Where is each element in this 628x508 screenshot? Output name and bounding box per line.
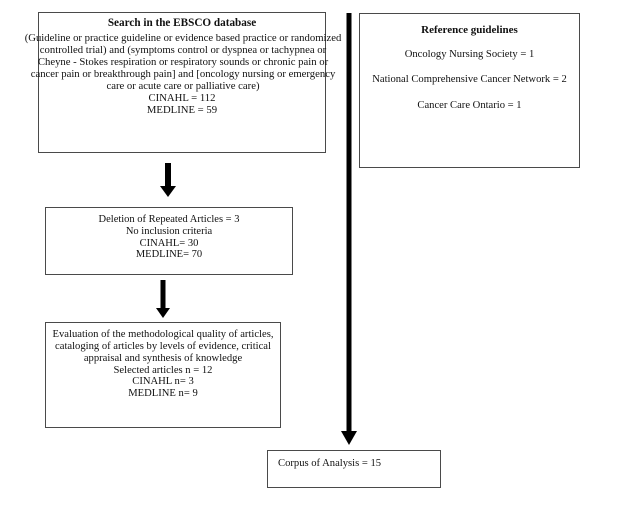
arrow-search-to-deletion — [157, 163, 179, 197]
box-corpus-of-analysis: Corpus of Analysis = 15 — [267, 450, 441, 488]
box-deletion-no-inclusion: No inclusion criteria — [125, 225, 213, 237]
box-reference-guidelines: Reference guidelines Oncology Nursing So… — [359, 13, 580, 168]
arrow-head-down-icon — [160, 186, 176, 197]
reference-entry-ons: Oncology Nursing Society = 1 — [404, 49, 535, 61]
arrow-head-down-icon — [341, 431, 357, 445]
box-ebsco-search-cinahl: CINAHL = 112 — [148, 92, 216, 105]
arrow-reference-to-corpus — [339, 13, 359, 445]
box-corpus-label: Corpus of Analysis = 15 — [278, 458, 382, 469]
box-ebsco-search-title: Search in the EBSCO database — [107, 17, 257, 29]
reference-entry-cco: Cancer Care Ontario = 1 — [417, 99, 522, 111]
box-deletion-repeated: Deletion of Repeated Articles = 3 — [98, 214, 240, 225]
box-ebsco-search: Search in the EBSCO database (Guideline … — [25, 12, 341, 153]
arrow-head-down-icon — [156, 308, 170, 318]
arrow-shaft — [165, 163, 171, 187]
box-evaluation-selected: Selected articles n = 12 — [113, 364, 213, 376]
box-reference-guidelines-title: Reference guidelines — [421, 24, 518, 36]
reference-entry-nccn: National Comprehensive Cancer Network = … — [372, 74, 567, 86]
box-ebsco-search-medline: MEDLINE = 59 — [146, 104, 218, 116]
box-deletion: Deletion of Repeated Articles = 3 No inc… — [45, 207, 293, 275]
box-evaluation-cinahl: CINAHL n= 3 — [132, 376, 194, 388]
arrow-deletion-to-evaluation — [153, 280, 173, 318]
box-deletion-cinahl: CINAHL= 30 — [139, 237, 199, 249]
box-evaluation: Evaluation of the methodological quality… — [45, 322, 281, 428]
box-evaluation-description: Evaluation of the methodological quality… — [52, 329, 274, 364]
box-deletion-medline: MEDLINE= 70 — [135, 249, 203, 261]
box-ebsco-search-query: (Guideline or practice guideline or evid… — [24, 31, 342, 92]
arrow-shaft — [346, 13, 352, 432]
arrow-shaft — [160, 280, 166, 309]
box-evaluation-medline: MEDLINE n= 9 — [128, 388, 198, 400]
